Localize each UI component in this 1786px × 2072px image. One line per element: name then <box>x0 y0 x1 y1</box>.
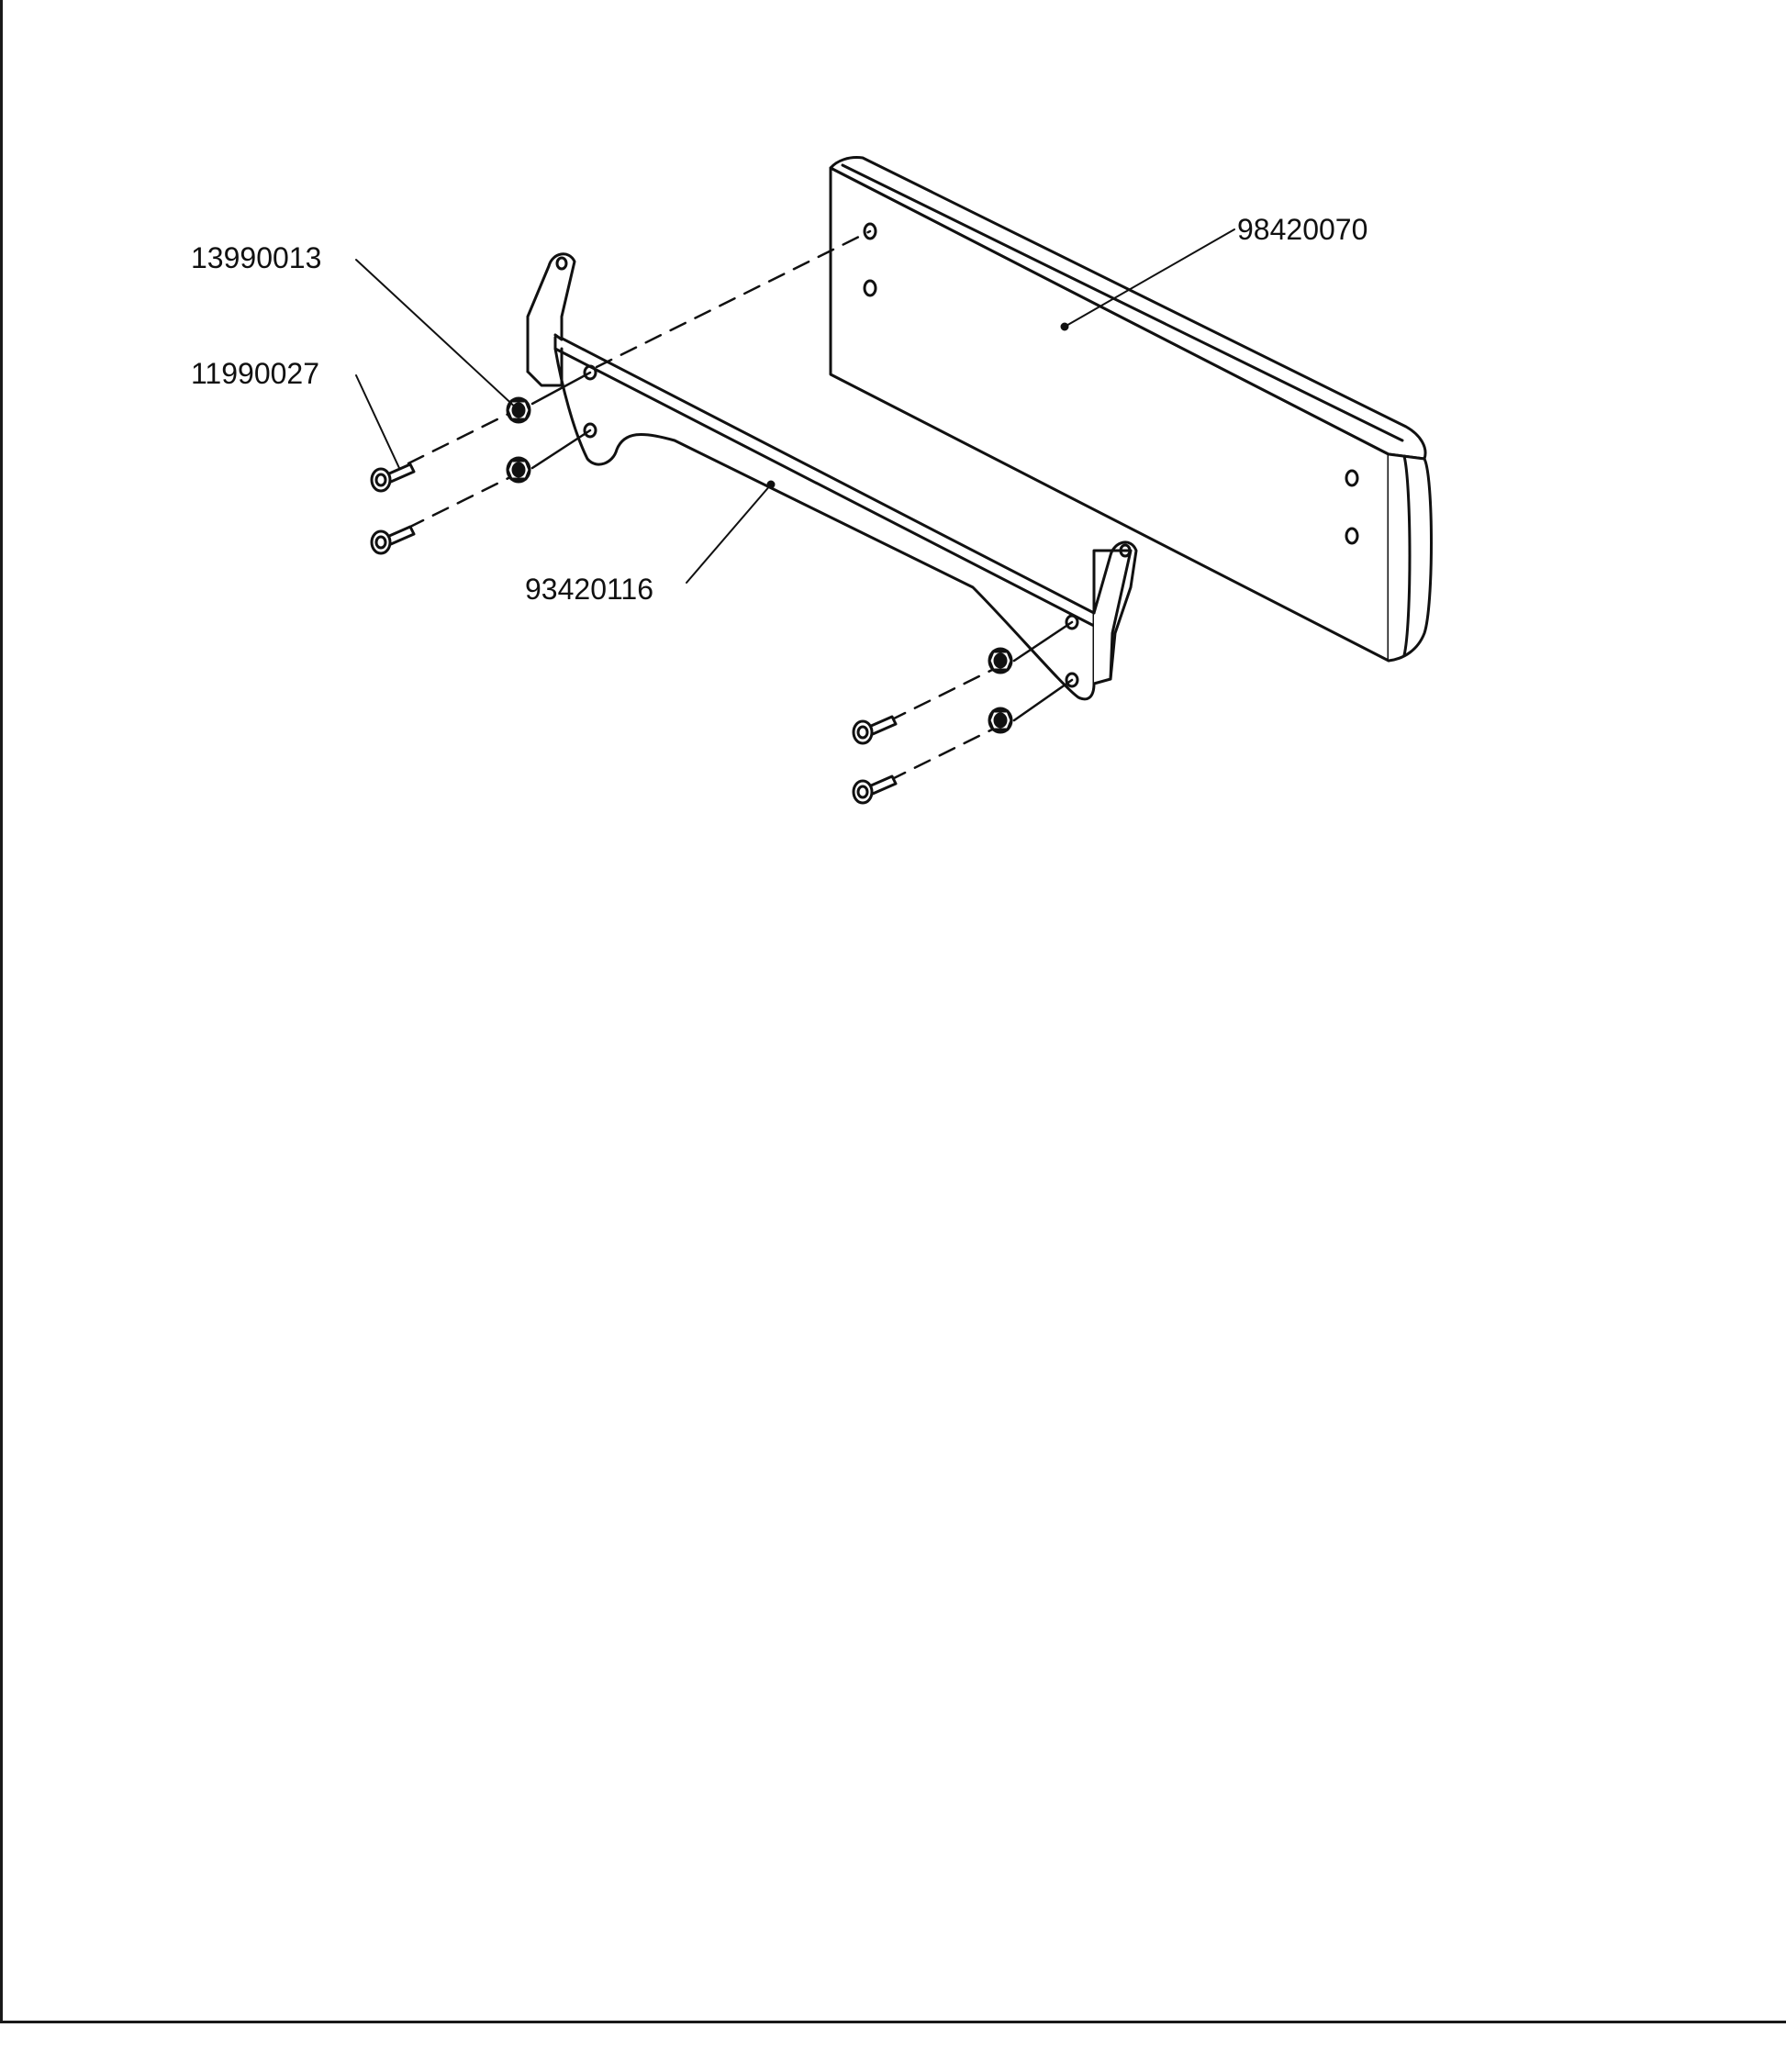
frame-border <box>0 0 1786 2023</box>
assembly-lines <box>407 229 998 782</box>
panel-hole <box>1345 469 1359 487</box>
callout-nut: 13990013 <box>191 241 321 274</box>
assembly-lines-solid <box>530 371 1074 722</box>
nut <box>988 707 1013 734</box>
panel-hole <box>863 222 877 240</box>
callout-bolt: 11990027 <box>191 357 319 390</box>
bolt <box>370 525 416 555</box>
nut-set <box>506 396 1013 734</box>
bracket-part <box>526 252 1138 701</box>
bolt <box>852 715 898 745</box>
panel-part <box>829 156 1433 663</box>
bolt <box>852 774 898 805</box>
bolt <box>370 462 416 493</box>
nut <box>988 647 1013 674</box>
panel-hole <box>863 279 877 297</box>
bolt-set <box>370 462 898 805</box>
nut <box>506 456 531 484</box>
leader-lines <box>355 228 1235 584</box>
callout-panel: 98420070 <box>1237 213 1367 246</box>
panel-hole <box>1345 527 1359 545</box>
callout-bracket: 93420116 <box>525 573 653 606</box>
